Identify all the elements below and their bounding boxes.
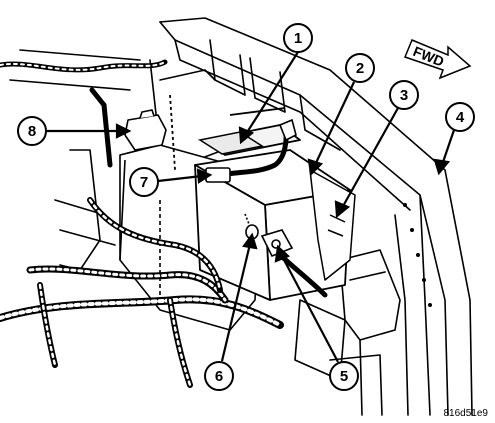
callout-8: 8 bbox=[17, 116, 47, 146]
wiring-harness bbox=[0, 59, 284, 388]
callout-label-8: 8 bbox=[28, 123, 36, 140]
callout-label-1: 1 bbox=[294, 30, 302, 47]
callout-label-5: 5 bbox=[340, 368, 348, 385]
fender-rib-marks bbox=[403, 203, 432, 307]
battery-thermal-guard bbox=[309, 169, 356, 281]
callout-label-3: 3 bbox=[400, 87, 408, 104]
callout-5: 5 bbox=[329, 361, 359, 391]
callout-4: 4 bbox=[445, 102, 475, 132]
callout-label-7: 7 bbox=[140, 174, 148, 191]
callout-label-2: 2 bbox=[356, 60, 364, 77]
callout-label-4: 4 bbox=[456, 109, 465, 126]
callout-label-6: 6 bbox=[215, 368, 223, 385]
callout-6: 6 bbox=[204, 361, 234, 391]
figure-code: 816d51e9 bbox=[444, 408, 489, 419]
callout-2: 2 bbox=[345, 53, 375, 83]
callout-3: 3 bbox=[389, 80, 419, 110]
positive-cable-clamp bbox=[260, 229, 294, 258]
callout-leaders bbox=[46, 51, 456, 363]
callout-7: 7 bbox=[129, 167, 159, 197]
battery-temperature-sensor bbox=[89, 87, 167, 168]
callout-1: 1 bbox=[283, 23, 313, 53]
negative-cable-clamp bbox=[205, 118, 297, 183]
forward-direction-badge: FWD bbox=[404, 39, 472, 80]
